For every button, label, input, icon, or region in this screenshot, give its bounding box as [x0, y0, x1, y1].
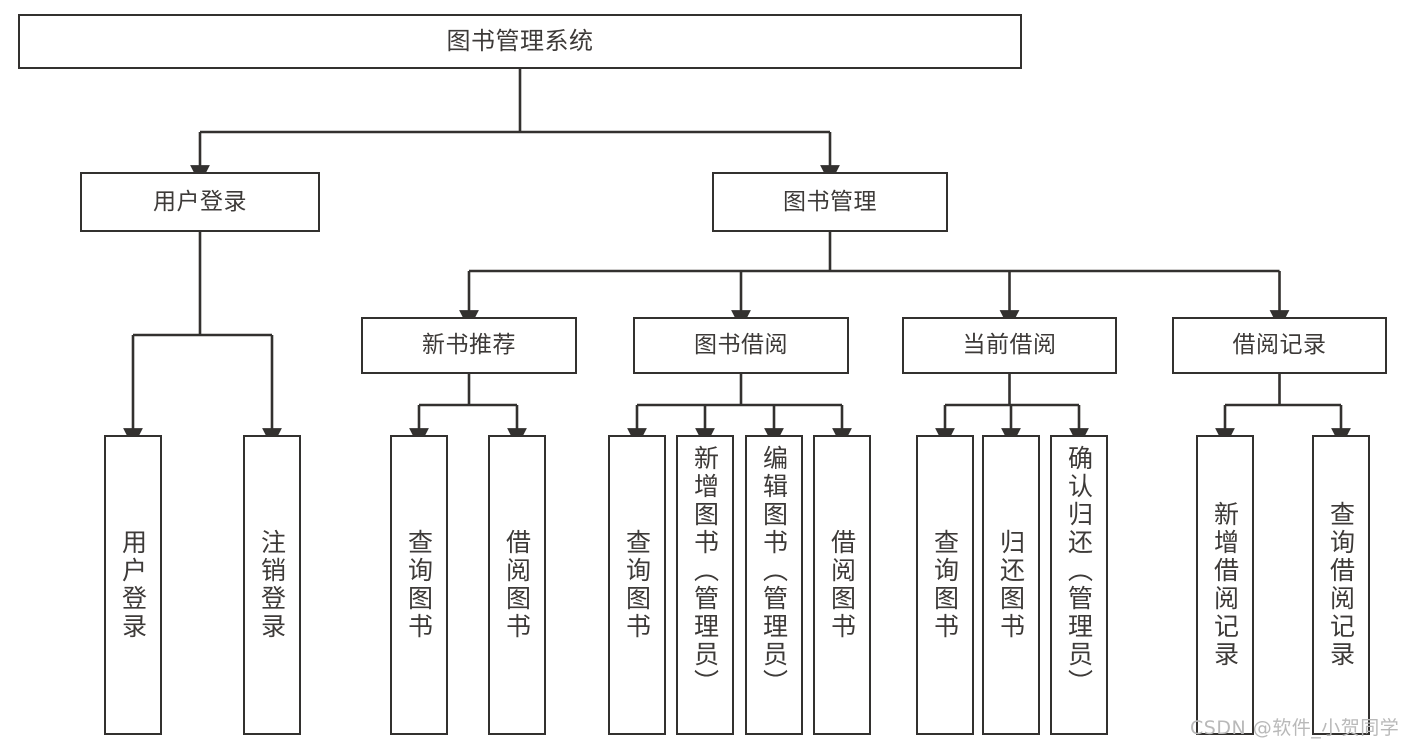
node-leaf-return-book[interactable]: 归还图书 — [982, 435, 1040, 735]
node-label: 用户登录 — [118, 529, 148, 641]
node-leaf-user-logout[interactable]: 注销登录 — [243, 435, 301, 735]
node-leaf-confirm-return[interactable]: 确认归还（管理员） — [1050, 435, 1108, 735]
node-label: 借阅图书 — [827, 529, 857, 641]
node-label: 注销登录 — [257, 529, 287, 641]
node-leaf-user-login[interactable]: 用户登录 — [104, 435, 162, 735]
node-label: 图书管理系统 — [446, 26, 594, 55]
node-label: 借阅图书 — [502, 529, 532, 641]
node-label: 查询图书 — [930, 529, 960, 641]
node-label: 图书管理 — [783, 188, 877, 215]
node-leaf-query-book-2[interactable]: 查询图书 — [608, 435, 666, 735]
node-label: 归还图书 — [996, 529, 1026, 641]
node-leaf-query-book-3[interactable]: 查询图书 — [916, 435, 974, 735]
node-root[interactable]: 图书管理系统 — [18, 14, 1022, 69]
node-leaf-query-book-1[interactable]: 查询图书 — [390, 435, 448, 735]
node-label: 编辑图书（管理员） — [759, 445, 789, 697]
node-book-borrow[interactable]: 图书借阅 — [633, 317, 849, 374]
node-leaf-borrow-book-1[interactable]: 借阅图书 — [488, 435, 546, 735]
node-user-login[interactable]: 用户登录 — [80, 172, 320, 232]
node-current-borrow[interactable]: 当前借阅 — [902, 317, 1117, 374]
node-label: 新增借阅记录 — [1210, 501, 1240, 669]
node-label: 用户登录 — [153, 188, 247, 215]
node-label: 查询图书 — [404, 529, 434, 641]
node-label: 新增图书（管理员） — [690, 445, 720, 697]
node-borrow-record[interactable]: 借阅记录 — [1172, 317, 1387, 374]
node-leaf-add-book[interactable]: 新增图书（管理员） — [676, 435, 734, 735]
node-label: 当前借阅 — [962, 332, 1057, 359]
node-label: 查询图书 — [622, 529, 652, 641]
node-label: 图书借阅 — [694, 332, 788, 359]
node-label: 查询借阅记录 — [1326, 501, 1356, 669]
node-new-book-recommend[interactable]: 新书推荐 — [361, 317, 577, 374]
node-label: 确认归还（管理员） — [1064, 445, 1094, 697]
node-label: 新书推荐 — [422, 332, 516, 359]
node-leaf-query-record[interactable]: 查询借阅记录 — [1312, 435, 1370, 735]
node-leaf-add-record[interactable]: 新增借阅记录 — [1196, 435, 1254, 735]
node-label: 借阅记录 — [1232, 332, 1327, 359]
node-book-manage[interactable]: 图书管理 — [712, 172, 948, 232]
node-leaf-borrow-book-2[interactable]: 借阅图书 — [813, 435, 871, 735]
node-leaf-edit-book[interactable]: 编辑图书（管理员） — [745, 435, 803, 735]
csdn-watermark: CSDN @软件_小贺同学 — [1190, 717, 1400, 739]
